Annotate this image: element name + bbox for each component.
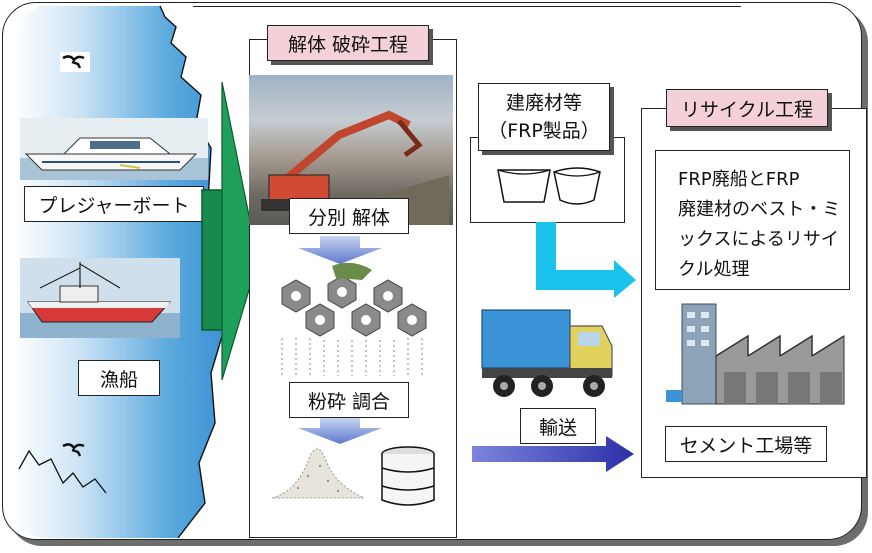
recycle-process-title: リサイクル工程 [666,89,828,127]
seagull-icon [62,443,85,457]
pleasure-boat-label: プレジャーボート [24,186,204,222]
blue-arrow [472,436,634,472]
green-arrow [201,81,259,380]
powder-pile-icon [271,448,365,499]
top-rule [193,6,741,7]
fishing-boat-photo [20,258,180,338]
cyan-arrow [536,222,636,298]
crush-mix-label: 粉砕 調合 [289,382,409,418]
transport-label: 輸送 [520,408,596,444]
cement-plant-label: セメント工場等 [665,426,827,462]
pleasure-boat-photo [20,118,208,180]
recycle-desc-box: FRP廃船とFRP 廃建材のベスト・ミ ックスによるリサイ クル処理 [655,150,850,290]
recycle-desc-line: クル処理 [678,259,750,280]
recycle-desc-line: ックスによるリサイ [678,229,839,250]
sort-dismantle-label: 分別 解体 [289,198,409,234]
building-waste-label: 建廃材等 （FRP製品） [478,83,610,151]
drum-can-icon [381,446,435,506]
recycle-desc-line: FRP廃船とFRP [678,169,800,190]
fishing-boat-label: 漁船 [78,360,160,396]
factory-icon [666,303,845,405]
recycle-desc-line: 廃建材のベスト・ミ [678,199,841,220]
down-arrow [298,236,382,264]
seagull-icon [60,52,90,72]
truck-icon [481,309,613,397]
bathtub-icon [497,167,601,205]
down-arrow [298,418,382,444]
crusher-illustration [281,262,427,376]
dismantle-process-title: 解体 破砕工程 [267,25,429,61]
